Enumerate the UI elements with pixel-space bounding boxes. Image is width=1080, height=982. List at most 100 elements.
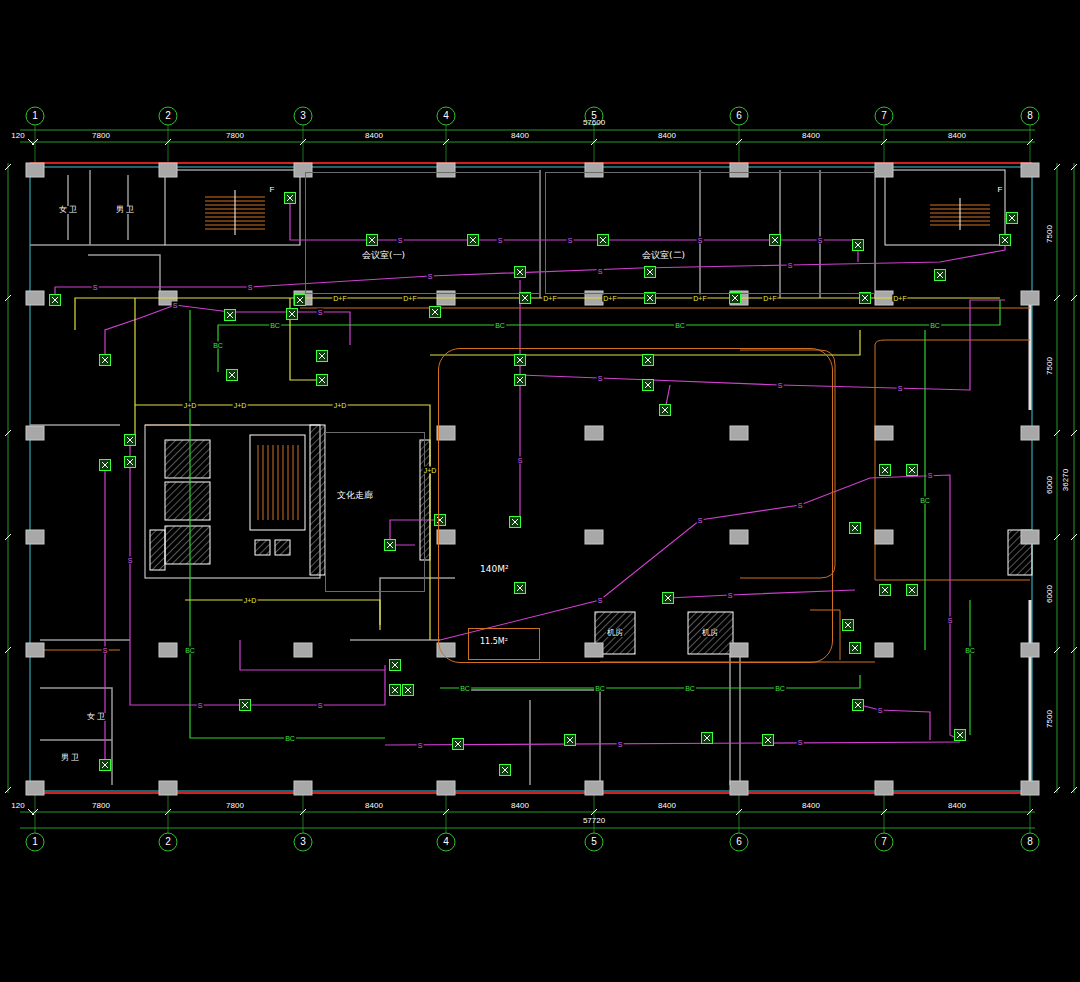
column	[585, 643, 603, 657]
stair-tread	[273, 445, 274, 520]
shaft	[150, 530, 165, 570]
room-outline: 会议室(一)	[305, 172, 540, 294]
column	[1021, 781, 1039, 795]
axis-number: 5	[591, 837, 597, 847]
elevator-shaft	[165, 440, 210, 478]
alarm-device	[643, 355, 654, 366]
wire-tag: S	[947, 617, 954, 624]
column	[875, 643, 893, 657]
axis-bubble	[875, 833, 893, 851]
wire-run	[190, 310, 385, 738]
room-boundary	[875, 340, 1030, 345]
column	[159, 643, 177, 657]
column	[26, 291, 44, 305]
dimension-text: 120	[11, 132, 24, 140]
column	[730, 426, 748, 440]
dimension-line	[20, 130, 1035, 131]
dimension-tick	[881, 139, 887, 145]
column	[159, 781, 177, 795]
alarm-device	[955, 730, 966, 741]
dimension-tick	[165, 139, 171, 145]
dimension-text: 7500	[1046, 225, 1054, 243]
dimension-tick	[736, 809, 742, 815]
dimension-text: 6000	[1046, 476, 1054, 494]
axis-bubble	[26, 833, 44, 851]
devices	[50, 193, 1018, 776]
wire-tag: BC	[459, 685, 471, 692]
alarm-device	[880, 585, 891, 596]
stair-well	[165, 170, 300, 245]
dimension-text: 7800	[92, 802, 110, 810]
axis-number: 8	[1027, 837, 1033, 847]
dimension-tick	[1071, 295, 1077, 301]
room-label: F	[269, 186, 276, 194]
axis-leader	[1030, 125, 1031, 163]
dimension-line	[1074, 163, 1075, 793]
axis-leader	[303, 125, 304, 163]
room-boundary	[300, 308, 1030, 309]
axis-number: 4	[443, 111, 449, 121]
column	[875, 163, 893, 177]
dimension-tick	[1027, 809, 1033, 815]
wire-tag: D+F	[402, 295, 417, 302]
room-label: 男 卫	[115, 206, 135, 214]
alarm-device	[520, 293, 531, 304]
alarm-device	[390, 660, 401, 671]
alarm-device	[515, 355, 526, 366]
dimension-text: 7500	[1046, 357, 1054, 375]
axis-bubble	[875, 107, 893, 125]
alarm-device	[225, 310, 236, 321]
wire-run	[860, 705, 930, 740]
dimension-line	[20, 812, 1035, 813]
axis-bubble	[585, 833, 603, 851]
wire-tag: S	[617, 741, 624, 748]
alarm-device	[907, 585, 918, 596]
alarm-device	[702, 733, 713, 744]
axis-number: 2	[165, 111, 171, 121]
dimension-text: 8400	[948, 802, 966, 810]
column	[26, 781, 44, 795]
wire-tag: S	[697, 237, 704, 244]
room-boundary	[875, 345, 1030, 580]
dimension-text: 8400	[658, 132, 676, 140]
dimension-tick	[5, 164, 11, 170]
room-label: 女 卫	[86, 713, 106, 721]
alarm-device	[880, 465, 891, 476]
wire-run	[440, 475, 960, 740]
walls	[26, 163, 1039, 795]
dimension-text: 120	[11, 802, 24, 810]
wire-tag: S	[797, 502, 804, 509]
wire-run	[969, 600, 970, 735]
column	[437, 781, 455, 795]
column	[730, 781, 748, 795]
wire-tag: S	[787, 262, 794, 269]
shear-wall	[420, 440, 430, 560]
partition-wall	[380, 578, 455, 625]
room-name: 会议室(一)	[361, 251, 406, 261]
dimension-text: 7800	[92, 132, 110, 140]
alarm-device	[853, 700, 864, 711]
column	[26, 426, 44, 440]
axis-number: 6	[736, 837, 742, 847]
wire-run	[104, 465, 105, 770]
dimension-tick	[5, 534, 11, 540]
axis-bubble	[159, 107, 177, 125]
column	[26, 643, 44, 657]
alarm-device	[50, 295, 61, 306]
partition-wall	[40, 639, 130, 641]
column	[730, 530, 748, 544]
dimension-text: 6000	[1046, 585, 1054, 603]
wire-tag: S	[597, 268, 604, 275]
stair-tread	[263, 445, 264, 520]
dimension-tick	[443, 809, 449, 815]
dimension-tick	[28, 139, 34, 145]
room-label: 男 卫	[60, 754, 80, 762]
wire-run	[290, 198, 372, 240]
dimension-tick	[300, 809, 306, 815]
dimension-text: 8400	[511, 802, 529, 810]
wire-run	[440, 675, 860, 688]
alarm-device	[403, 685, 414, 696]
wire-tag: J+D	[333, 402, 348, 409]
axis-number: 8	[1027, 111, 1033, 121]
